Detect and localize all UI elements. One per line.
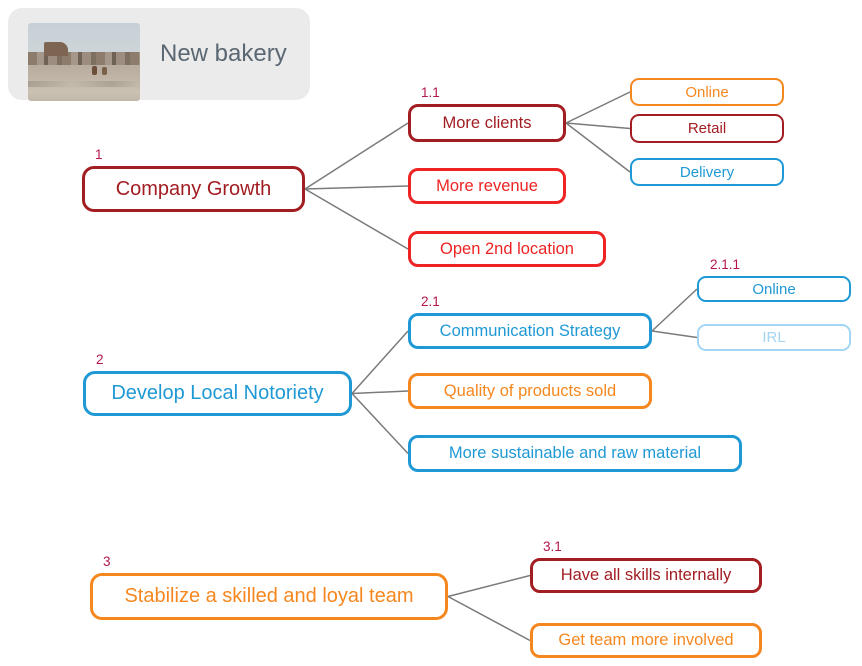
connector-company-growth-to-open-2nd-location [304,188,409,250]
connector-develop-local-notoriety-to-quality-of-products [351,390,409,395]
node-number-stabilize-team: 3 [103,554,111,569]
node-label: Stabilize a skilled and loyal team [124,585,414,607]
connector-stabilize-team-to-team-involved [447,595,531,642]
connector-company-growth-to-more-revenue [304,185,409,190]
bakery-photo [28,23,140,101]
node-company-growth[interactable]: Company Growth [82,166,305,212]
node-number-develop-local-notoriety: 2 [96,352,104,367]
photo-roof [43,41,69,56]
map-title: New bakery [160,40,287,67]
node-communication-strategy[interactable]: Communication Strategy [408,313,652,349]
node-label: Delivery [679,163,735,181]
node-number-more-clients: 1.1 [421,85,440,100]
node-team-involved[interactable]: Get team more involved [530,623,762,658]
node-open-2nd-location[interactable]: Open 2nd location [408,231,606,267]
node-number-skills-internally: 3.1 [543,539,562,554]
connector-more-clients-to-delivery [565,122,631,173]
node-number-communication-strategy: 2.1 [421,294,440,309]
connector-communication-strategy-to-online-communication [651,288,698,332]
node-develop-local-notoriety[interactable]: Develop Local Notoriety [83,371,352,416]
node-label: More clients [442,113,532,132]
node-number-company-growth: 1 [95,147,103,162]
node-label: Get team more involved [558,631,734,649]
node-retail[interactable]: Retail [630,114,784,143]
connector-communication-strategy-to-irl [651,330,698,339]
node-online-sales[interactable]: Online [630,78,784,106]
connector-more-clients-to-retail [565,122,631,130]
node-label: Company Growth [115,177,272,200]
node-label: Online [685,83,729,101]
photo-reflection [28,80,140,87]
node-label: Open 2nd location [440,239,574,258]
node-label: Have all skills internally [560,566,732,584]
photo-rider [91,65,97,75]
connector-more-clients-to-online-sales [565,91,631,124]
node-stabilize-team[interactable]: Stabilize a skilled and loyal team [90,573,448,620]
connector-develop-local-notoriety-to-communication-strategy [351,330,409,395]
node-label: Retail [687,120,727,137]
connector-company-growth-to-more-clients [304,122,409,190]
node-sustainable-material[interactable]: More sustainable and raw material [408,435,742,472]
node-irl[interactable]: IRL [697,324,851,351]
node-online-communication[interactable]: Online [697,276,851,302]
node-more-revenue[interactable]: More revenue [408,168,566,204]
node-label: IRL [762,329,786,346]
node-delivery[interactable]: Delivery [630,158,784,186]
node-label: Communication Strategy [439,321,621,340]
node-label: Develop Local Notoriety [111,382,324,404]
node-label: Online [752,280,796,298]
photo-rider [101,66,107,75]
connector-stabilize-team-to-skills-internally [447,574,531,598]
map-title-card[interactable]: New bakery [8,8,310,101]
connector-develop-local-notoriety-to-sustainable-material [351,392,409,455]
node-skills-internally[interactable]: Have all skills internally [530,558,762,593]
node-more-clients[interactable]: More clients [408,104,566,142]
node-label: Quality of products sold [443,381,617,400]
node-label: More revenue [436,176,538,195]
node-number-online-communication: 2.1.1 [710,257,741,272]
node-quality-of-products[interactable]: Quality of products sold [408,373,652,409]
node-label: More sustainable and raw material [448,444,702,462]
